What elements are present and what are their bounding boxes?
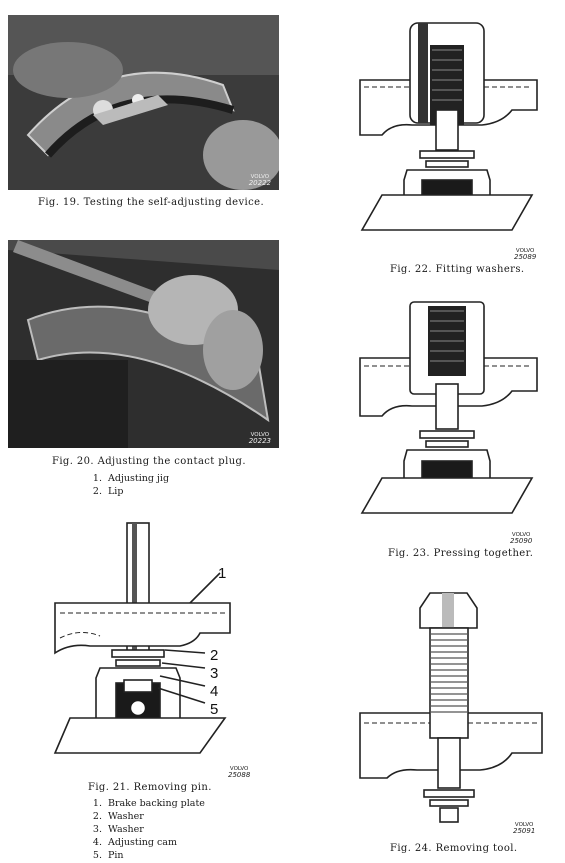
contact-plug-illustration (8, 240, 279, 448)
legend-item: 5.Pin (92, 850, 124, 861)
callout-1: 1 (218, 565, 226, 582)
fig21-stamp: VOLVO 25088 (228, 766, 251, 779)
fig22-caption: Fig. 22. Fitting washers. (390, 264, 525, 275)
legend-item: 4.Adjusting cam (92, 837, 177, 848)
fig23-drawing (359, 301, 538, 514)
fig23-stamp: VOLVO 25090 (510, 532, 533, 545)
fig21-legend: 1.Brake backing plate 2.Washer 3.Washer … (86, 797, 205, 862)
fig24-drawing (359, 592, 543, 823)
legend-item: 2.Washer (92, 811, 144, 822)
fig20-photo: VOLVO 20223 (8, 240, 279, 448)
fig20-legend: 1.Adjusting jig 2.Lip (86, 472, 169, 498)
fig24-stamp: VOLVO 25091 (513, 822, 536, 835)
fig24-caption: Fig. 24. Removing tool. (390, 843, 518, 854)
brake-shoe-illustration (8, 15, 279, 190)
fig20-caption: Fig. 20. Adjusting the contact plug. (52, 456, 246, 467)
callout-2: 2 (210, 647, 218, 664)
fig19-stamp: VOLVO 20222 (248, 174, 271, 187)
fig22-stamp: VOLVO 25089 (514, 248, 537, 261)
callout-4: 4 (210, 683, 218, 700)
fig19-caption: Fig. 19. Testing the self-adjusting devi… (38, 197, 265, 208)
legend-item: 1.Adjusting jig (92, 473, 170, 484)
legend-item: 2.Lip (92, 486, 124, 497)
callout-5: 5 (210, 701, 218, 718)
fig23-caption: Fig. 23. Pressing together. (388, 548, 534, 559)
fig21-caption: Fig. 21. Removing pin. (88, 782, 212, 793)
callout-3: 3 (210, 665, 218, 682)
fig21-drawing: 1 2 3 4 5 (53, 522, 231, 754)
fig22-drawing (359, 22, 538, 231)
fig19-photo: VOLVO 20222 (8, 15, 279, 190)
legend-item: 3.Washer (92, 824, 144, 835)
fig20-stamp: VOLVO 20223 (248, 432, 271, 445)
legend-item: 1.Brake backing plate (92, 798, 205, 809)
